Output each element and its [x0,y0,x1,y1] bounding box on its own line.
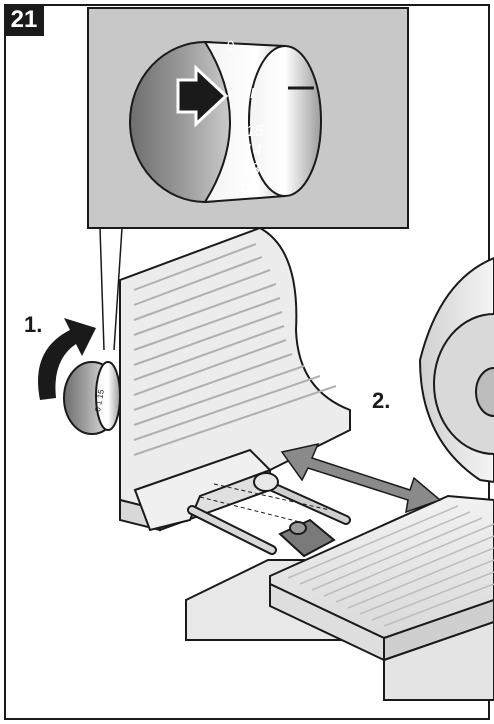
carriage-tray [269,494,494,701]
dial-mark: 12 [238,179,254,195]
arrow-right-icon [176,64,229,128]
blade-housing [418,256,494,484]
slide-rails [187,472,351,558]
step-1-label: 1. [24,312,43,337]
svg-text:0 1 15: 0 1 15 [93,388,106,412]
dial-mark: 13 [242,161,260,178]
thickness-dial: 0 I 15 14 13 12 [129,37,322,204]
thickness-knob: 0 1 15 [63,361,121,435]
figure-number-badge: 21 [4,4,44,36]
step-2-label: 2. [372,388,391,413]
dial-mark: 14 [244,142,262,159]
dial-mark: 15 [246,123,264,140]
thickness-plate [119,226,351,532]
dial-mark: I [250,85,254,102]
slide-arrow-icon [280,442,442,514]
rotate-arrow-icon [38,318,96,400]
